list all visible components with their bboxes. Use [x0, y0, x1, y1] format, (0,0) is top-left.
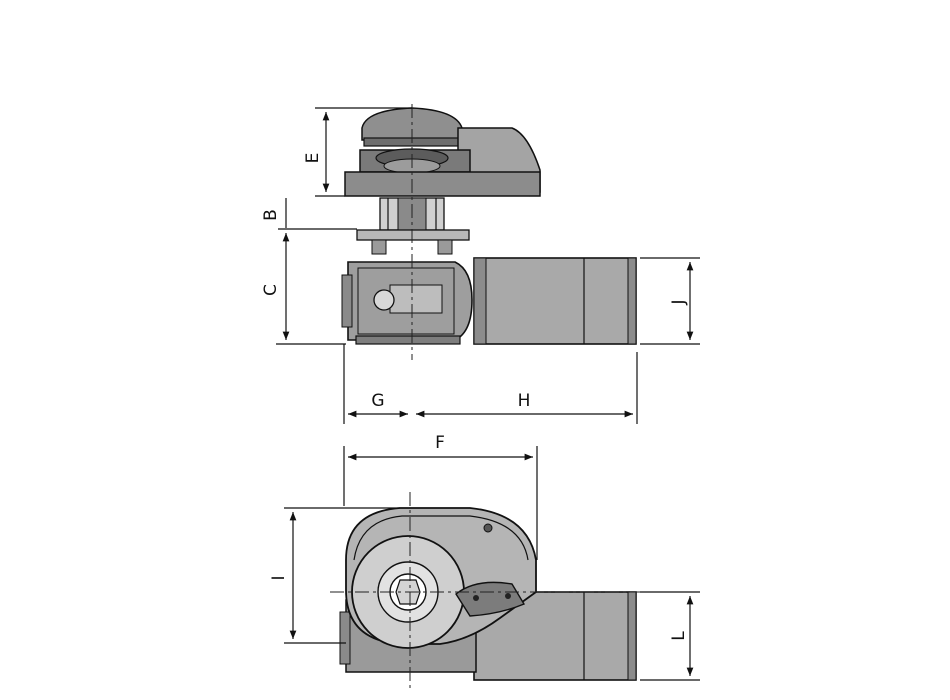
dim-e-label: E: [303, 153, 323, 164]
top-view-chain-guide: [455, 581, 526, 617]
top-view: I L: [269, 492, 700, 690]
mounting-flange: [356, 229, 470, 241]
deck-base-plate: [344, 171, 541, 197]
dim-b-label: B: [261, 209, 281, 221]
dim-f: F: [343, 433, 538, 560]
dim-g-label: G: [371, 391, 384, 411]
side-view: E B C J G H: [261, 104, 700, 424]
dim-i-label: I: [269, 575, 289, 580]
dim-c-label: C: [261, 284, 281, 296]
electric-motor: [473, 257, 637, 345]
oil-plug: [373, 289, 395, 311]
dim-l-label: L: [669, 631, 689, 641]
dim-f-label: F: [435, 433, 445, 453]
dim-h-label: H: [518, 391, 531, 411]
windlass-top-rim: [363, 137, 465, 147]
dim-j-label: J: [669, 299, 689, 305]
